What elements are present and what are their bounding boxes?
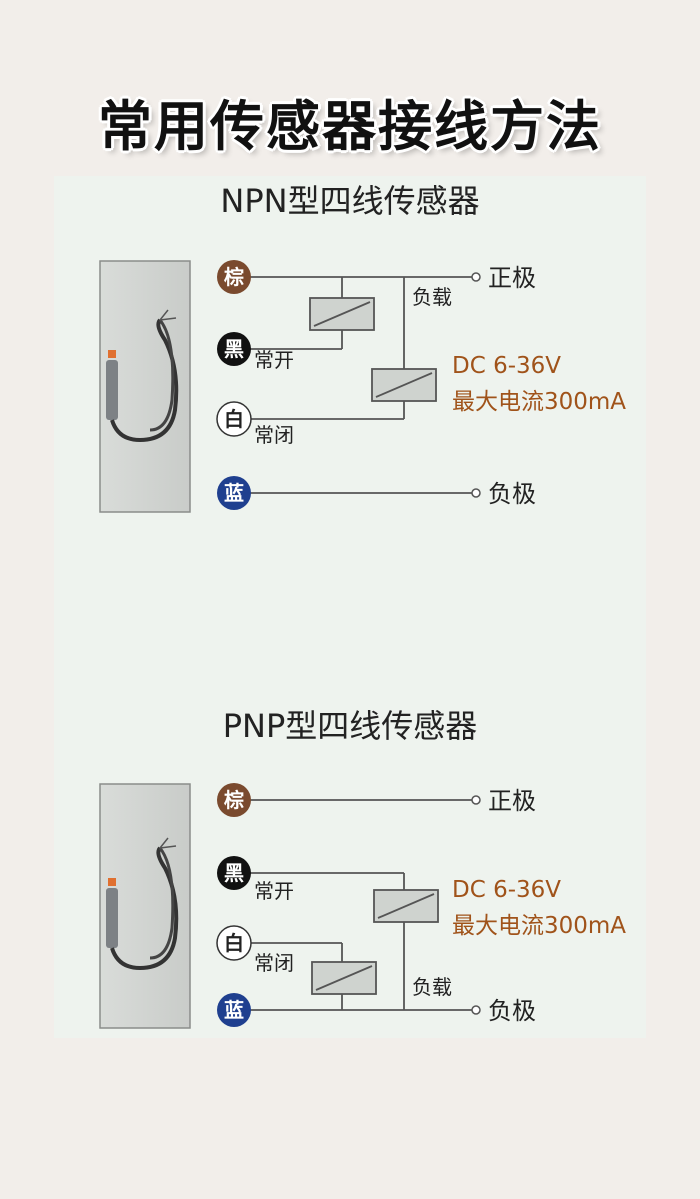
pnp-blue-wire-badge <box>217 993 251 1027</box>
pnp-sensor-icon <box>106 837 179 971</box>
npn-blue-wire-badge <box>217 476 251 510</box>
npn-brown-wire-badge <box>217 260 251 294</box>
pnp-neg-label: 负极 <box>488 997 536 1025</box>
pnp-load-label: 负载 <box>412 975 452 999</box>
npn-load-label: 负载 <box>412 285 452 309</box>
pnp-current-spec: 最大电流300mA <box>452 913 626 939</box>
pnp-black-label: 黑 <box>224 861 244 885</box>
npn-blue-label: 蓝 <box>224 481 244 505</box>
npn-pos-label: 正极 <box>488 264 536 292</box>
pnp-brown-label: 棕 <box>224 788 244 812</box>
pnp-voltage-spec: DC 6-36V <box>452 877 561 903</box>
pnp-brown-wire-badge <box>217 783 251 817</box>
npn-no-label: 常开 <box>254 348 294 372</box>
pnp-white-wire-badge <box>216 925 252 961</box>
pnp-diagram: PNP型四线传感器 棕 黑 白 蓝 <box>99 707 626 1029</box>
npn-black-wire-badge <box>217 332 251 366</box>
pnp-blue-label: 蓝 <box>224 998 244 1022</box>
page-title: 常用传感器接线方法 <box>98 95 602 158</box>
npn-diagram: NPN型四线传感器 棕 黑 白 蓝 <box>99 182 626 513</box>
npn-brown-label: 棕 <box>224 265 244 289</box>
npn-white-wire-badge <box>216 401 252 437</box>
npn-white-label: 白 <box>224 407 244 431</box>
npn-title: NPN型四线传感器 <box>220 182 479 220</box>
pnp-black-wire-badge <box>217 856 251 890</box>
npn-current-spec: 最大电流300mA <box>452 389 626 415</box>
pnp-nc-label: 常闭 <box>254 951 294 975</box>
pnp-title: PNP型四线传感器 <box>223 707 478 745</box>
pnp-pos-label: 正极 <box>488 787 536 815</box>
npn-sensor-icon <box>106 309 179 443</box>
npn-black-label: 黑 <box>224 337 244 361</box>
npn-nc-label: 常闭 <box>254 423 294 447</box>
npn-neg-label: 负极 <box>488 480 536 508</box>
pnp-white-label: 白 <box>224 931 244 955</box>
pnp-no-label: 常开 <box>254 879 294 903</box>
npn-voltage-spec: DC 6-36V <box>452 353 561 379</box>
